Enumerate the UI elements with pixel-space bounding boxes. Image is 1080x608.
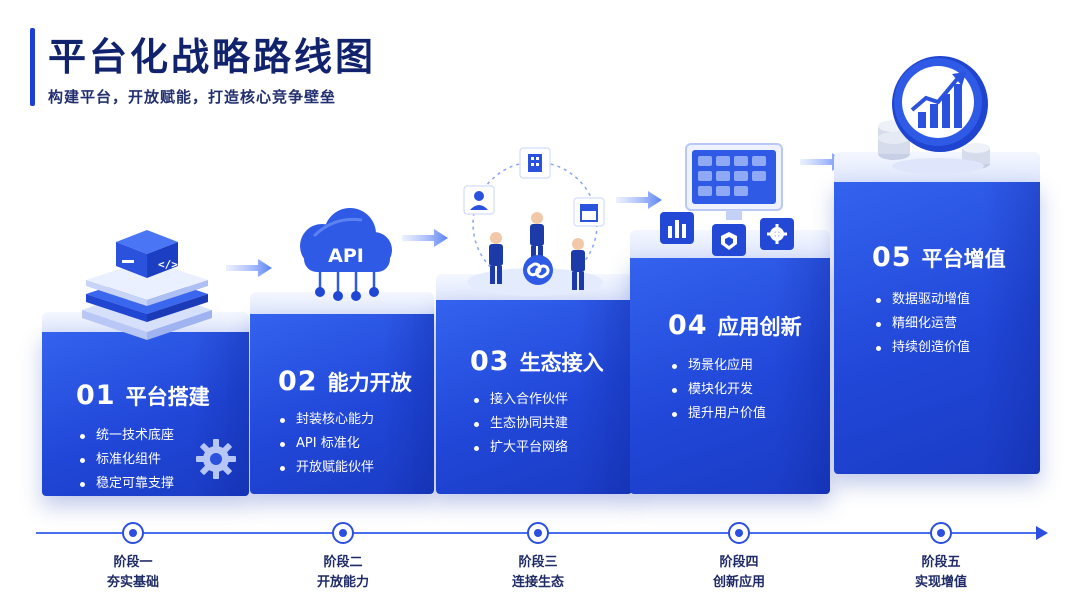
partners-network-icon xyxy=(463,147,605,296)
stage-3-title: 03 生态接入 xyxy=(470,346,604,377)
arrow-right-icon xyxy=(402,229,448,247)
list-item: 模块化开发 xyxy=(672,378,766,402)
milestone-label-4: 阶段四创新应用 xyxy=(712,555,765,590)
milestone-label-5: 阶段五实现增值 xyxy=(914,555,967,590)
gear-icon xyxy=(760,218,794,250)
page-subtitle: 构建平台，开放赋能，打造核心竞争壁垒 xyxy=(48,88,337,106)
list-item: 标准化组件 xyxy=(80,448,174,472)
api-cloud-label: API xyxy=(328,245,364,267)
svg-text:</>: </> xyxy=(158,258,178,271)
stage-4-name: 应用创新 xyxy=(717,315,802,339)
arrow-right-icon xyxy=(226,259,272,277)
bar-chart-icon xyxy=(660,212,694,244)
arrow-right-icon xyxy=(616,191,662,209)
page-title: 平台化战略路线图 xyxy=(48,35,377,79)
milestone-label-1: 阶段一夯实基础 xyxy=(106,555,159,590)
gear-icon xyxy=(196,439,236,479)
list-item: 数据驱动增值 xyxy=(876,288,970,312)
timeline-arrowhead-icon xyxy=(1036,526,1048,540)
timeline-milestone-2 xyxy=(332,522,354,544)
milestone-label-3: 阶段三连接生态 xyxy=(511,555,564,590)
stage-5-title: 05 平台增值 xyxy=(872,242,1006,273)
timeline-milestone-5 xyxy=(930,522,952,544)
stage-5-block: 05 平台增值 数据驱动增值 精细化运营 持续创造价值 xyxy=(834,152,1040,474)
stage-1-front: 01 平台搭建 统一技术底座 标准化组件 稳定可靠支撑 xyxy=(42,332,249,496)
stage-2-title: 02 能力开放 xyxy=(278,366,412,397)
stage-1-title: 01 平台搭建 xyxy=(76,380,210,411)
stage-5-name: 平台增值 xyxy=(921,247,1006,271)
list-item: 提升用户价值 xyxy=(672,402,766,426)
stage-4-number: 04 xyxy=(668,310,708,341)
stage-3-block: 03 生态接入 接入合作伙伴 生态协同共建 扩大平台网络 xyxy=(436,274,632,494)
list-item: 扩大平台网络 xyxy=(474,436,568,460)
list-item: 开放赋能伙伴 xyxy=(280,456,374,480)
list-item: 统一技术底座 xyxy=(80,424,174,448)
stage-1-list: 统一技术底座 标准化组件 稳定可靠支撑 xyxy=(80,424,174,496)
milestone-label-2: 阶段二开放能力 xyxy=(316,555,369,590)
timeline-milestone-3 xyxy=(527,522,549,544)
api-cloud-icon: API xyxy=(300,208,392,301)
list-item: 生态协同共建 xyxy=(474,412,568,436)
timeline-milestone-4 xyxy=(728,522,750,544)
stage-5-number: 05 xyxy=(872,242,912,273)
stage-4-list: 场景化应用 模块化开发 提升用户价值 xyxy=(672,354,766,426)
app-modules-icon xyxy=(660,143,794,256)
list-item: 精细化运营 xyxy=(876,312,970,336)
stage-5-front: 05 平台增值 数据驱动增值 精细化运营 持续创造价值 xyxy=(834,182,1040,474)
store-icon xyxy=(573,197,605,227)
stage-4-block: 04 应用创新 场景化应用 模块化开发 提升用户价值 xyxy=(630,230,830,494)
stage-2-list: 封装核心能力 API 标准化 开放赋能伙伴 xyxy=(280,408,374,480)
stage-5-list: 数据驱动增值 精细化运营 持续创造价值 xyxy=(876,288,970,360)
stage-3-number: 03 xyxy=(470,346,510,377)
stage-1-name: 平台搭建 xyxy=(125,385,210,409)
stage-2-number: 02 xyxy=(278,366,318,397)
stage-1-number: 01 xyxy=(76,380,116,411)
stage-3-name: 生态接入 xyxy=(519,351,604,375)
stage-3-list: 接入合作伙伴 生态协同共建 扩大平台网络 xyxy=(474,388,568,460)
stage-2-block: 02 能力开放 封装核心能力 API 标准化 开放赋能伙伴 xyxy=(250,292,434,494)
stage-2-front: 02 能力开放 封装核心能力 API 标准化 开放赋能伙伴 xyxy=(250,314,434,494)
list-item: 场景化应用 xyxy=(672,354,766,378)
link-icon xyxy=(527,262,550,279)
list-item: 稳定可靠支撑 xyxy=(80,472,174,496)
title-accent-bar xyxy=(30,28,35,106)
timeline-milestone-1 xyxy=(122,522,144,544)
stage-3-front: 03 生态接入 接入合作伙伴 生态协同共建 扩大平台网络 xyxy=(436,300,632,494)
stage-4-title: 04 应用创新 xyxy=(668,310,802,341)
stage-2-name: 能力开放 xyxy=(327,371,412,395)
server-stack-icon: </> xyxy=(82,230,212,340)
stage-1-block: 01 平台搭建 统一技术底座 标准化组件 稳定可靠支撑 xyxy=(42,312,249,496)
stage-4-front: 04 应用创新 场景化应用 模块化开发 提升用户价值 xyxy=(630,258,830,494)
building-icon xyxy=(519,147,551,179)
list-item: API 标准化 xyxy=(280,432,374,456)
growth-chart-icon xyxy=(878,56,990,174)
list-item: 封装核心能力 xyxy=(280,408,374,432)
shield-icon xyxy=(712,224,746,256)
list-item: 接入合作伙伴 xyxy=(474,388,568,412)
user-card-icon xyxy=(463,185,495,215)
list-item: 持续创造价值 xyxy=(876,336,970,360)
